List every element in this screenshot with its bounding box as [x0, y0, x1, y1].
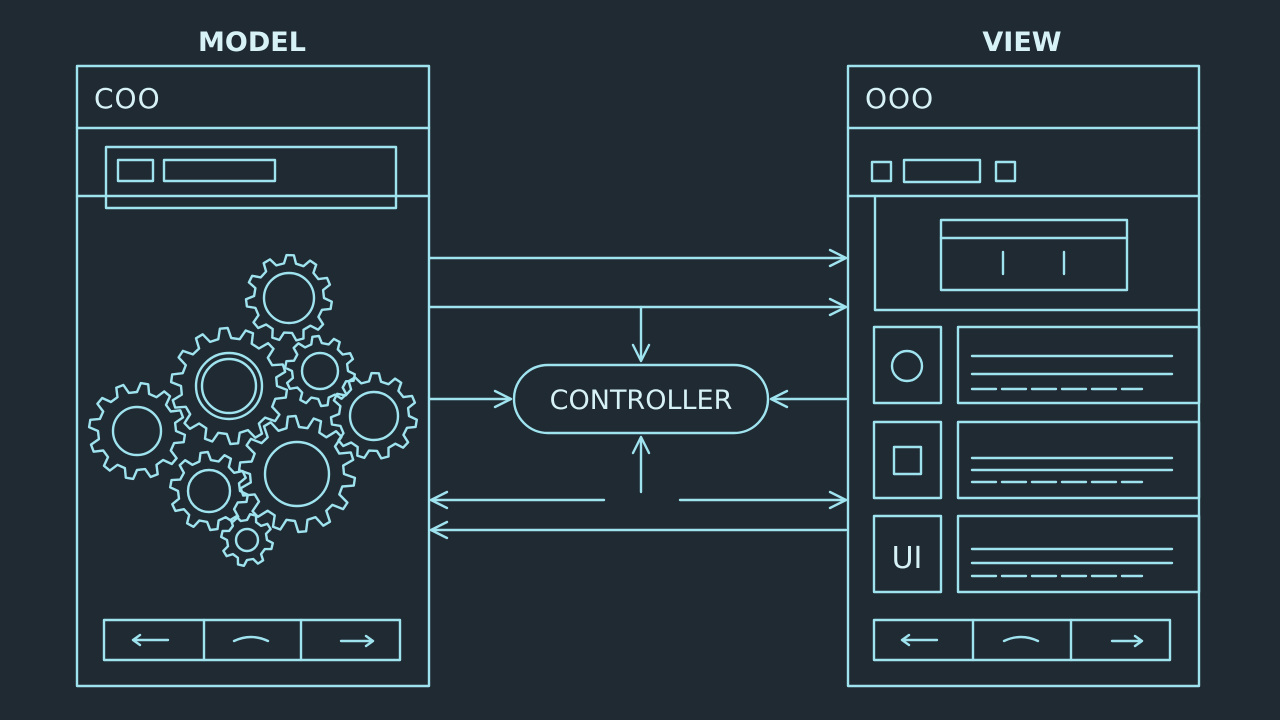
gear-icon — [87, 381, 187, 481]
arrow-right-icon[interactable] — [339, 634, 375, 648]
view-toolbar-small-box[interactable] — [870, 160, 893, 183]
view-list-item[interactable] — [872, 325, 1201, 405]
model-bottom-nav — [102, 618, 402, 662]
view-header-card — [939, 218, 1129, 292]
gear-cluster — [87, 253, 418, 567]
view-list-item[interactable] — [872, 514, 1201, 594]
model-toolbar — [104, 145, 398, 210]
model-title: MODEL — [198, 27, 306, 58]
gear-icon — [169, 450, 249, 532]
arrow-left-icon[interactable] — [131, 633, 170, 647]
view-window-dots: OOO — [865, 82, 934, 115]
view-list-text-block — [956, 514, 1201, 594]
view-bottom-nav — [872, 618, 1172, 662]
view-nav-bar — [872, 618, 1172, 662]
arrow-left-icon[interactable] — [900, 633, 939, 647]
circle-icon — [890, 349, 924, 383]
controller-label: CONTROLLER — [550, 385, 733, 416]
view-list-thumb — [872, 420, 943, 500]
model-window-frame — [75, 64, 431, 688]
ui-icon: UI — [892, 541, 923, 576]
view-toolbar-field[interactable] — [902, 158, 982, 184]
square-icon — [892, 445, 923, 476]
gear-icon — [237, 414, 357, 534]
view-list-thumb — [872, 514, 943, 594]
arrow-right-icon[interactable] — [1110, 634, 1144, 648]
model-window-dots: COO — [94, 82, 161, 115]
model-nav-bar — [102, 618, 402, 662]
curve-icon[interactable] — [1002, 635, 1040, 643]
controller-node[interactable] — [512, 363, 770, 435]
view-toolbar-small-box[interactable] — [994, 160, 1017, 183]
view-list-item[interactable] — [872, 420, 1201, 500]
view-list-thumb — [872, 325, 943, 405]
connection-arrows — [428, 248, 848, 540]
gear-icon — [220, 513, 274, 567]
view-list-text-block — [956, 325, 1201, 405]
model-toolbar-small-box[interactable] — [116, 158, 155, 183]
curve-icon[interactable] — [232, 635, 270, 643]
view-list-text-block — [956, 420, 1201, 500]
view-panel — [846, 64, 1201, 688]
gear-icon — [169, 326, 289, 446]
gear-icon — [244, 253, 333, 342]
model-panel — [75, 64, 431, 688]
model-toolbar-field[interactable] — [162, 158, 277, 183]
view-title: VIEW — [982, 27, 1061, 58]
gear-icon — [329, 371, 418, 460]
